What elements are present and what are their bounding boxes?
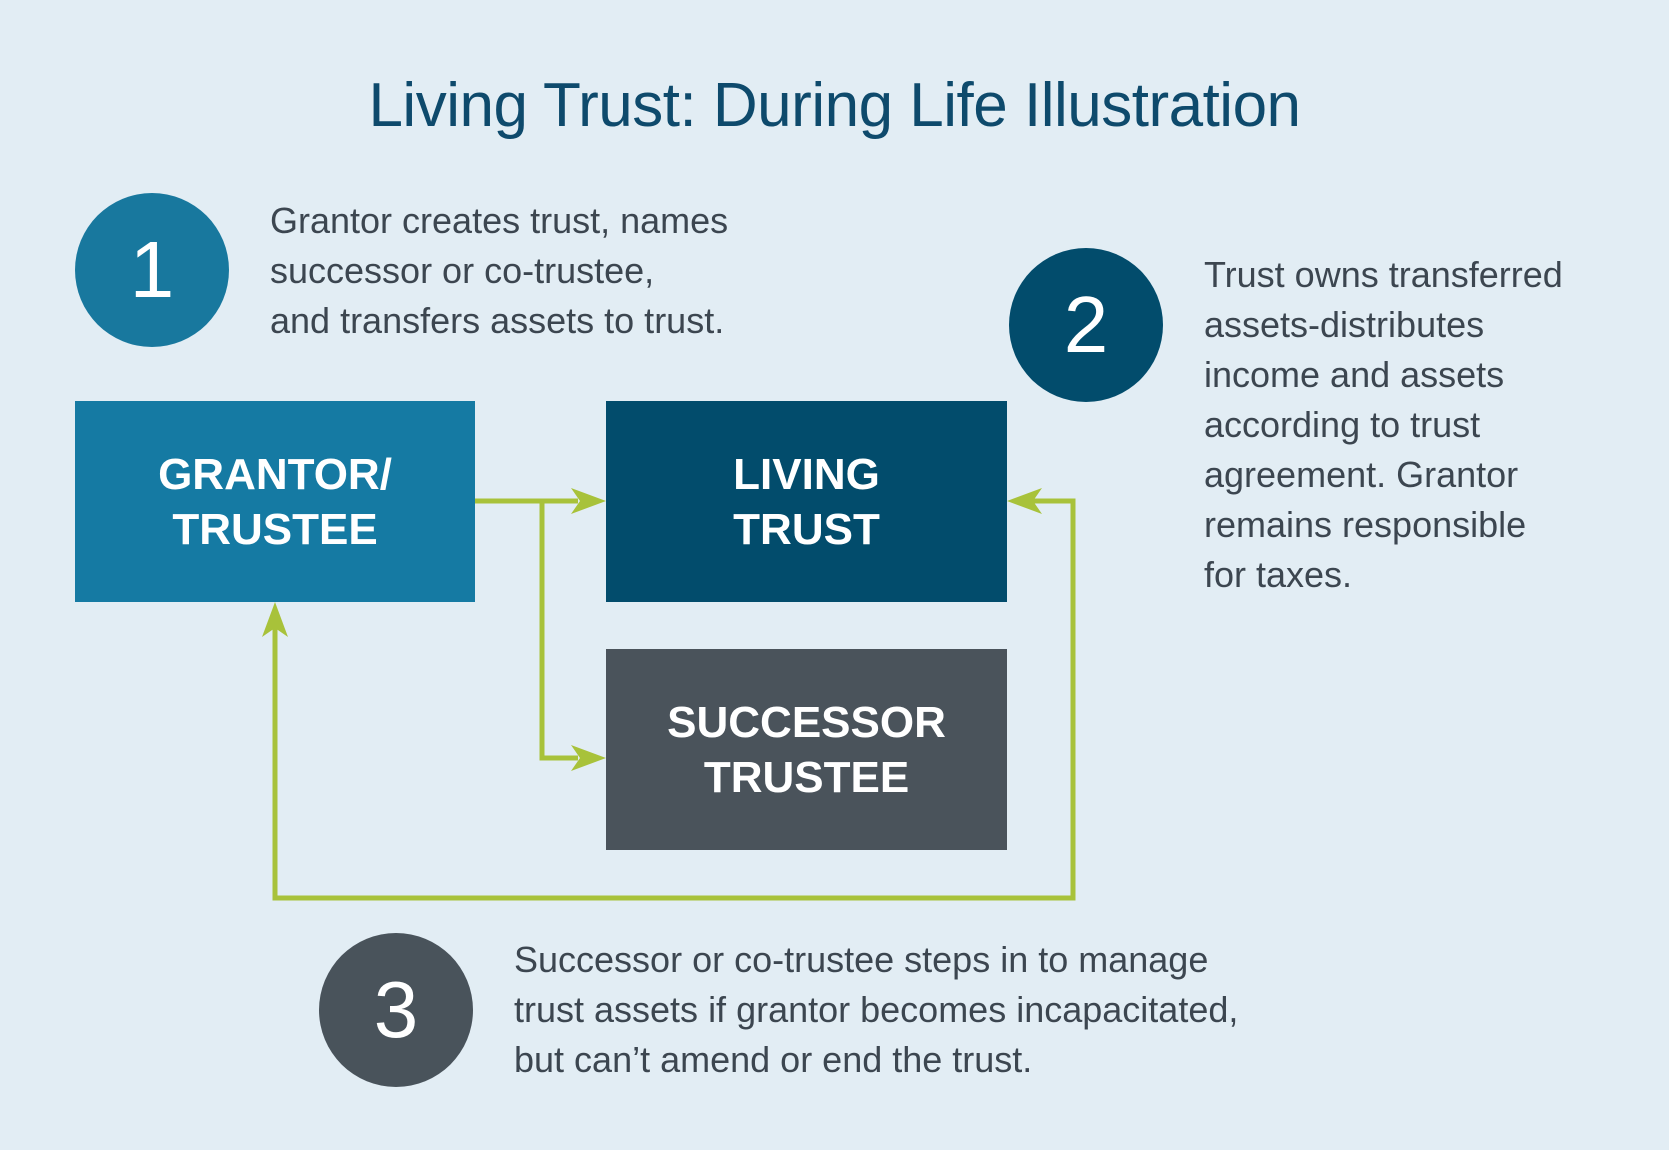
step-1-description: Grantor creates trust, names successor o… [270,200,729,341]
arrowhead-into-successor-trustee [571,745,606,771]
arrowhead-into-grantor-trustee [262,602,288,637]
arrow-group [262,488,1076,901]
arrowhead-into-living-trust-left [571,488,606,514]
arrowhead-into-living-trust-right [1007,488,1042,514]
connector-branch-to-successor [539,501,578,761]
bottom-band [0,1150,1669,1163]
successor-trustee-box: SUCCESSOR TRUSTEE [606,649,1007,850]
step-3-description: Successor or co-trustee steps in to mana… [514,939,1239,1080]
step-2-description: Trust owns transferred assets-distribute… [1204,254,1563,595]
grantor-trustee-box: GRANTOR/ TRUSTEE [75,401,475,602]
living-trust-box: LIVING TRUST [606,401,1007,602]
diagram-title: Living Trust: During Life Illustration [368,71,1301,140]
step-3-badge: 3 [319,933,473,1087]
step-2-badge: 2 [1009,248,1163,402]
connector-return-to-living-trust [272,498,1076,901]
step-1-badge: 1 [75,193,229,347]
